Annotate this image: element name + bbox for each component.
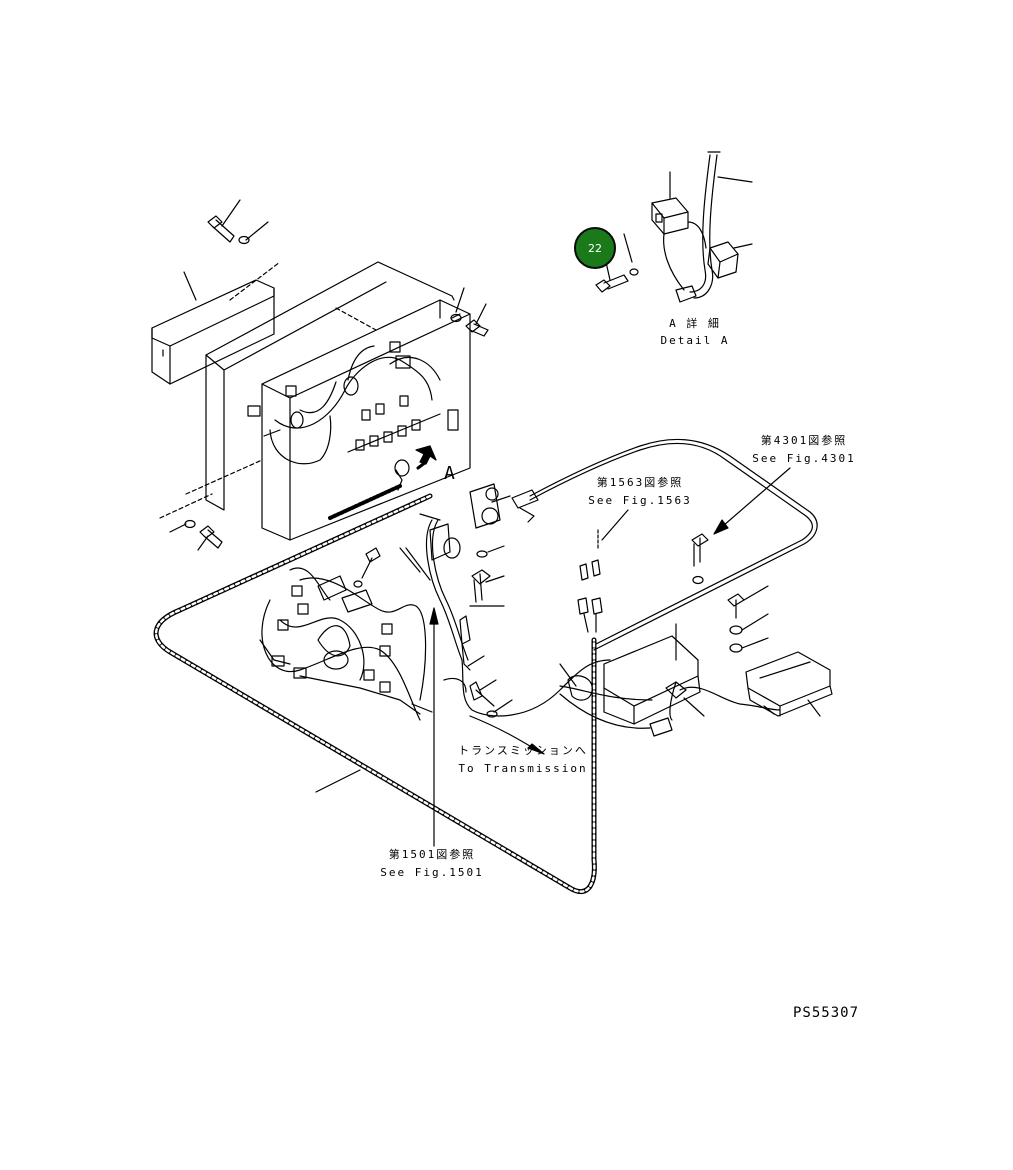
ref-transmission-en: To Transmission bbox=[458, 762, 588, 775]
detail-a-jp-label: A 詳 細 bbox=[669, 317, 721, 330]
ref-fig1563-en: See Fig.1563 bbox=[588, 494, 692, 507]
console-panel bbox=[151, 199, 489, 551]
view-marker-a: A bbox=[444, 463, 455, 484]
ref-fig4301-jp: 第4301図参照 bbox=[760, 434, 848, 447]
callout-badge-22[interactable]: 22 bbox=[574, 227, 616, 269]
callout-badge-number: 22 bbox=[588, 241, 602, 255]
drawing-code: PS55307 bbox=[793, 1005, 860, 1021]
detail-a-assembly bbox=[595, 151, 753, 303]
ref-fig1563-jp: 第1563図参照 bbox=[596, 476, 684, 489]
ref-fig1501-jp: 第1501図参照 bbox=[388, 848, 476, 861]
main-harness bbox=[153, 438, 833, 895]
ref-transmission-jp: トランスミッションへ bbox=[458, 744, 588, 757]
ref-fig4301-en: See Fig.4301 bbox=[752, 452, 856, 465]
ref-fig1501-en: See Fig.1501 bbox=[380, 866, 484, 879]
detail-a-en-label: Detail A bbox=[660, 334, 730, 347]
